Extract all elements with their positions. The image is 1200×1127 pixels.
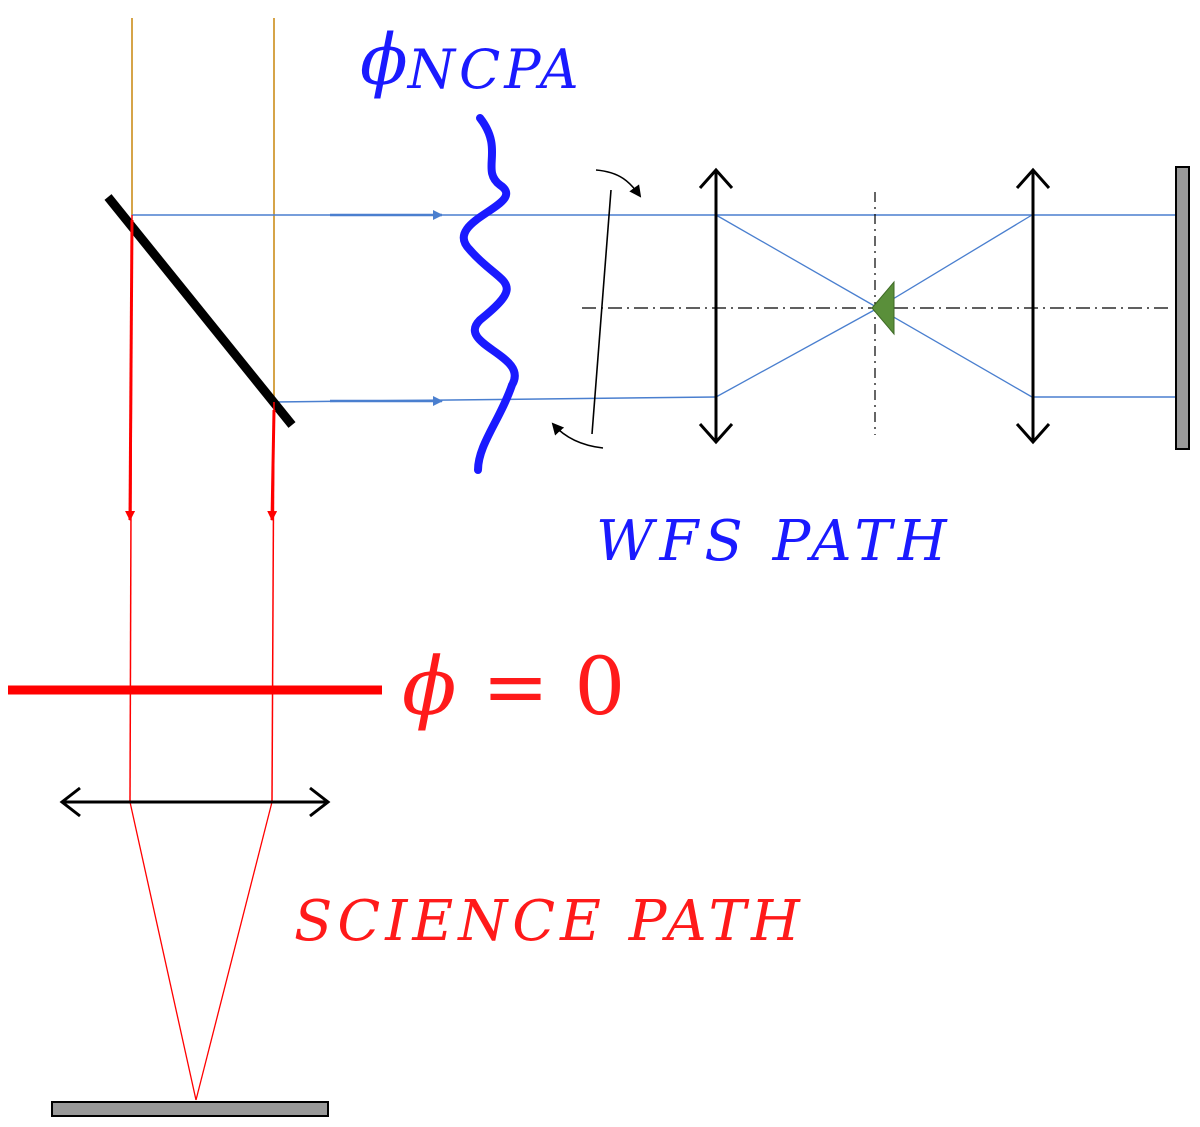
wfs-beams xyxy=(132,210,1175,406)
science-arrow-right xyxy=(267,409,278,521)
wfs-converge-top xyxy=(715,214,879,309)
science-lens xyxy=(59,786,331,818)
incoming-beams xyxy=(131,18,275,402)
wfs-lens-2 xyxy=(1015,167,1051,445)
science-detector xyxy=(51,1101,329,1117)
tilt-indicator xyxy=(551,169,642,449)
wfs-path-label: WFS PATH xyxy=(596,509,953,574)
tilt-arrow-bottom xyxy=(551,422,604,449)
ncpa-wavefront xyxy=(459,114,519,474)
wfs-detector xyxy=(1175,166,1190,450)
wfs-diverge-top xyxy=(877,214,1033,309)
science-path-label: SCIENCE PATH xyxy=(294,889,805,954)
wfs-converge-bottom xyxy=(715,307,879,398)
wfs-diverge-bottom xyxy=(877,307,1033,398)
phi-zero-label: ϕ = 0 xyxy=(402,640,625,733)
beam-splitter xyxy=(104,194,296,428)
science-converge-right xyxy=(195,801,273,1101)
tilt-arrow-top xyxy=(595,169,642,198)
science-arrow-left xyxy=(125,219,136,521)
ncpa-label: ϕNCPA xyxy=(360,19,583,101)
wfs-lens-1 xyxy=(698,167,734,445)
science-beams xyxy=(125,214,278,1101)
science-converge-left xyxy=(129,801,197,1101)
tilt-line xyxy=(591,189,612,435)
pyramid-prism xyxy=(871,280,895,336)
